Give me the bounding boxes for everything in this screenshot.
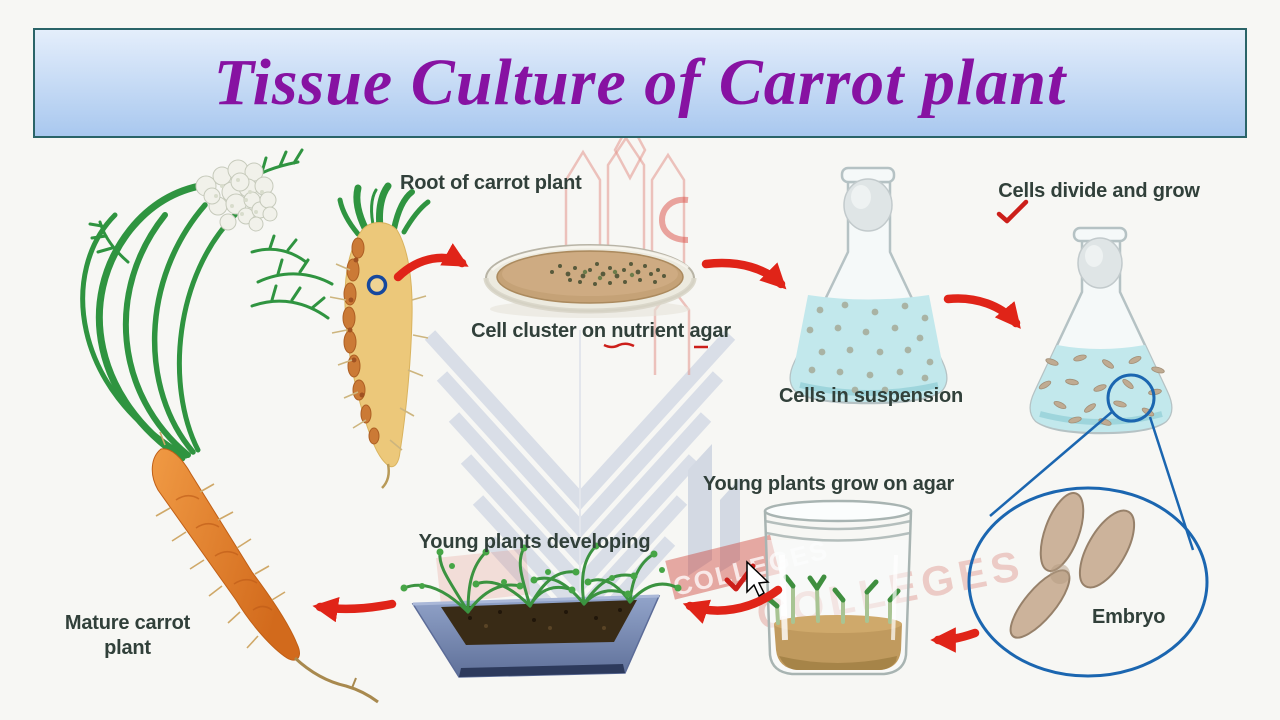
root-hairs — [155, 431, 286, 649]
flower-texture — [214, 178, 264, 216]
seedling-tray-illustration — [400, 542, 682, 678]
arrow-jar-to-tray — [682, 585, 783, 624]
arrow-tray-to-mature — [312, 597, 397, 623]
label-young-plants-developing: Young plants developing — [418, 531, 651, 553]
root-carrot-hairs — [329, 263, 429, 451]
tray-plant-leaves — [400, 542, 682, 598]
leaf-sprigs — [88, 148, 334, 320]
embryo-shape — [1009, 492, 1136, 639]
suspension-flask-illustration — [789, 166, 948, 405]
checkmark-icon — [996, 199, 1029, 224]
label-cells-divide: Cells divide and grow — [998, 180, 1200, 202]
label-cell-cluster: Cell cluster on nutrient agar — [471, 320, 731, 342]
arrow-root-to-dish — [393, 243, 469, 282]
arrow-dish-to-suspension — [701, 258, 787, 290]
arrow-suspension-to-growth — [943, 294, 1021, 329]
root-carrot-skin — [342, 237, 380, 445]
growth-flask-illustration — [1029, 226, 1173, 435]
root-carrot-spots — [347, 257, 365, 398]
page-title: Tissue Culture of Carrot plant — [213, 46, 1067, 119]
label-mature-carrot-plant: Mature carrot plant — [64, 612, 191, 659]
embryo-callout — [967, 373, 1209, 678]
carrot-ridges — [175, 494, 273, 611]
process-arrows — [312, 243, 1021, 653]
title-banner: Tissue Culture of Carrot plant — [33, 28, 1247, 138]
magnifier-ring — [1106, 373, 1156, 423]
label-embryo: Embryo — [1092, 606, 1166, 628]
carrot-root — [151, 448, 300, 661]
label-young-plants-agar: Young plants grow on agar — [702, 473, 955, 495]
dividing-cells — [1038, 354, 1165, 426]
arrow-embryo-to-jar — [930, 627, 980, 653]
annotation-underlines — [603, 342, 708, 349]
petri-dish-illustration — [483, 244, 697, 318]
tray-plants — [400, 542, 682, 614]
carrot-tail — [293, 656, 379, 704]
root-carrot-illustration — [329, 182, 431, 489]
label-root-of-carrot-plant: Root of carrot plant — [400, 172, 582, 194]
culture-jar-illustration — [763, 499, 913, 676]
tray-soil — [441, 600, 637, 645]
suspension-cells — [806, 301, 934, 394]
embryo-circle — [967, 486, 1209, 678]
explant-marker-ring — [366, 274, 388, 296]
label-cells-in-suspension: Cells in suspension — [778, 385, 964, 407]
cell-cluster-specks-green — [582, 269, 635, 281]
cell-cluster-specks — [550, 262, 666, 286]
jar-rim — [763, 499, 913, 523]
mouse-cursor-icon — [746, 560, 770, 598]
soil-texture — [468, 608, 622, 622]
mature-carrot-illustration — [80, 148, 379, 704]
